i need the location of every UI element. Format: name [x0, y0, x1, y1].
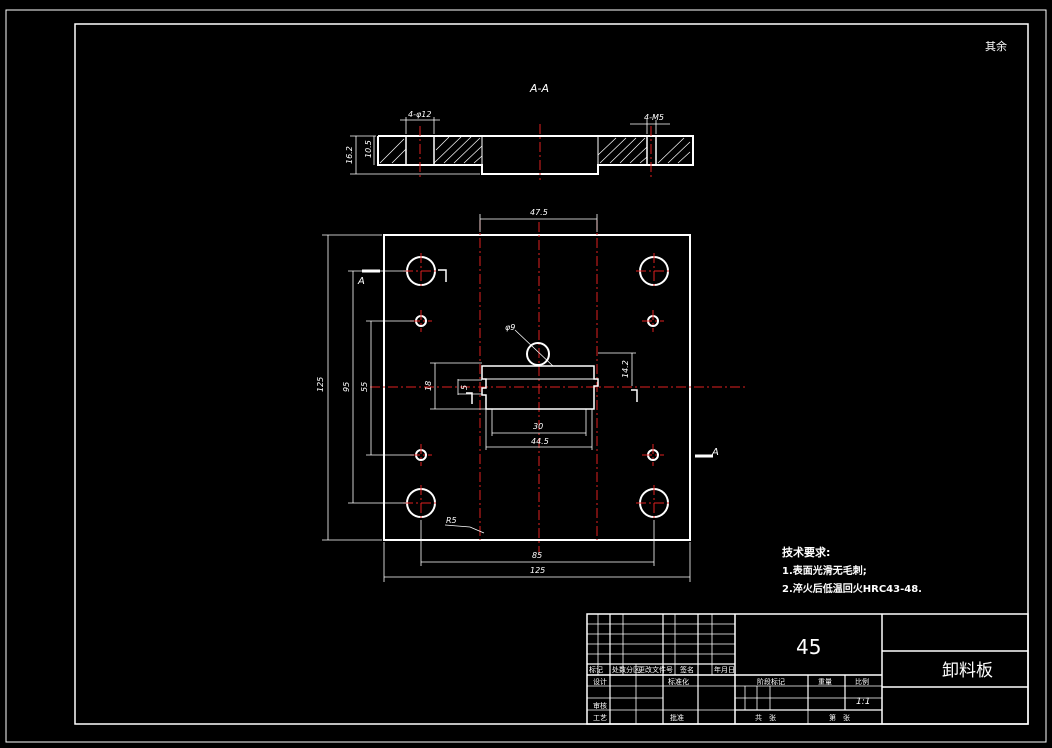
technical-requirements: 技术要求: 1.表面光滑无毛刺; 2.淬火后低温回火HRC43-48.: [782, 545, 922, 595]
callout-holes-left: 4-φ12: [408, 110, 431, 119]
dim-slot-outer: 44.5: [531, 437, 549, 446]
tb-sign: 签名: [680, 665, 694, 674]
tb-change-doc: 更改文件号: [638, 665, 673, 674]
tech-line-1: 1.表面光滑无毛刺;: [782, 564, 867, 577]
tb-review: 审核: [593, 701, 607, 710]
tb-process: 工艺: [593, 714, 607, 722]
tb-design: 设计: [593, 677, 607, 686]
dim-slot-inner: 30: [533, 422, 543, 431]
tb-mark: 标记: [589, 665, 603, 674]
section-mark-left: A: [357, 276, 365, 287]
section-label: A-A: [529, 82, 549, 95]
outer-border: [5, 9, 1047, 743]
dim-hole-dia: φ9: [505, 323, 515, 332]
tb-sheet-no: 第 张: [829, 713, 850, 722]
dim-bottom-total: 125: [530, 566, 545, 575]
dim-radius: R5: [446, 516, 457, 525]
dim-left-total: 125: [316, 377, 325, 392]
callout-holes-right: 4-M5: [644, 113, 664, 122]
tb-scale-value: 1:1: [856, 697, 870, 707]
corner-mark: 其余: [985, 39, 1007, 53]
tb-scale: 比例: [855, 677, 869, 686]
dim-left-inner: 55: [360, 382, 369, 392]
section-view: A-A: [345, 82, 694, 180]
tb-zone: 分区: [626, 665, 640, 674]
dim-slot-height: 18: [424, 381, 433, 391]
dim-slot-depth: 14.2: [621, 360, 630, 378]
dim-slot-small: 5: [460, 385, 469, 390]
dim-height-inner: 10.5: [364, 140, 373, 158]
tb-count: 处数: [612, 665, 626, 674]
dim-left-outer: 95: [342, 382, 351, 392]
tb-weight: 重量: [818, 678, 832, 686]
section-hatch-right: [597, 137, 691, 164]
tb-material: 45: [796, 635, 821, 659]
tb-stage-mark: 阶段标记: [757, 677, 785, 686]
drawing-frame: [74, 23, 1029, 725]
plan-view: φ9 18 5 14.2 30 44.5 47.5: [316, 208, 745, 582]
section-mark-right: A: [711, 447, 719, 458]
center-hole: [526, 342, 550, 366]
tech-line-2: 2.淬火后低温回火HRC43-48.: [782, 582, 922, 595]
tb-part-name: 卸料板: [942, 661, 993, 681]
section-hatch-left: [379, 136, 483, 164]
title-block: 标记 处数 分区 更改文件号 签名 年月日 设计 标准化 审核 工艺 批准 阶段…: [586, 613, 1029, 725]
tech-title: 技术要求:: [782, 545, 830, 559]
corner-hole: [403, 253, 672, 521]
tb-standardization: 标准化: [668, 677, 689, 686]
dim-top-width: 47.5: [530, 208, 548, 217]
tb-sheets-total: 共 张: [755, 713, 776, 722]
dim-height-total: 16.2: [345, 146, 354, 164]
dim-bottom-inner: 85: [532, 551, 542, 560]
tb-date: 年月日: [714, 665, 735, 674]
section-outline: [377, 135, 694, 175]
tb-approve: 批准: [670, 713, 684, 722]
